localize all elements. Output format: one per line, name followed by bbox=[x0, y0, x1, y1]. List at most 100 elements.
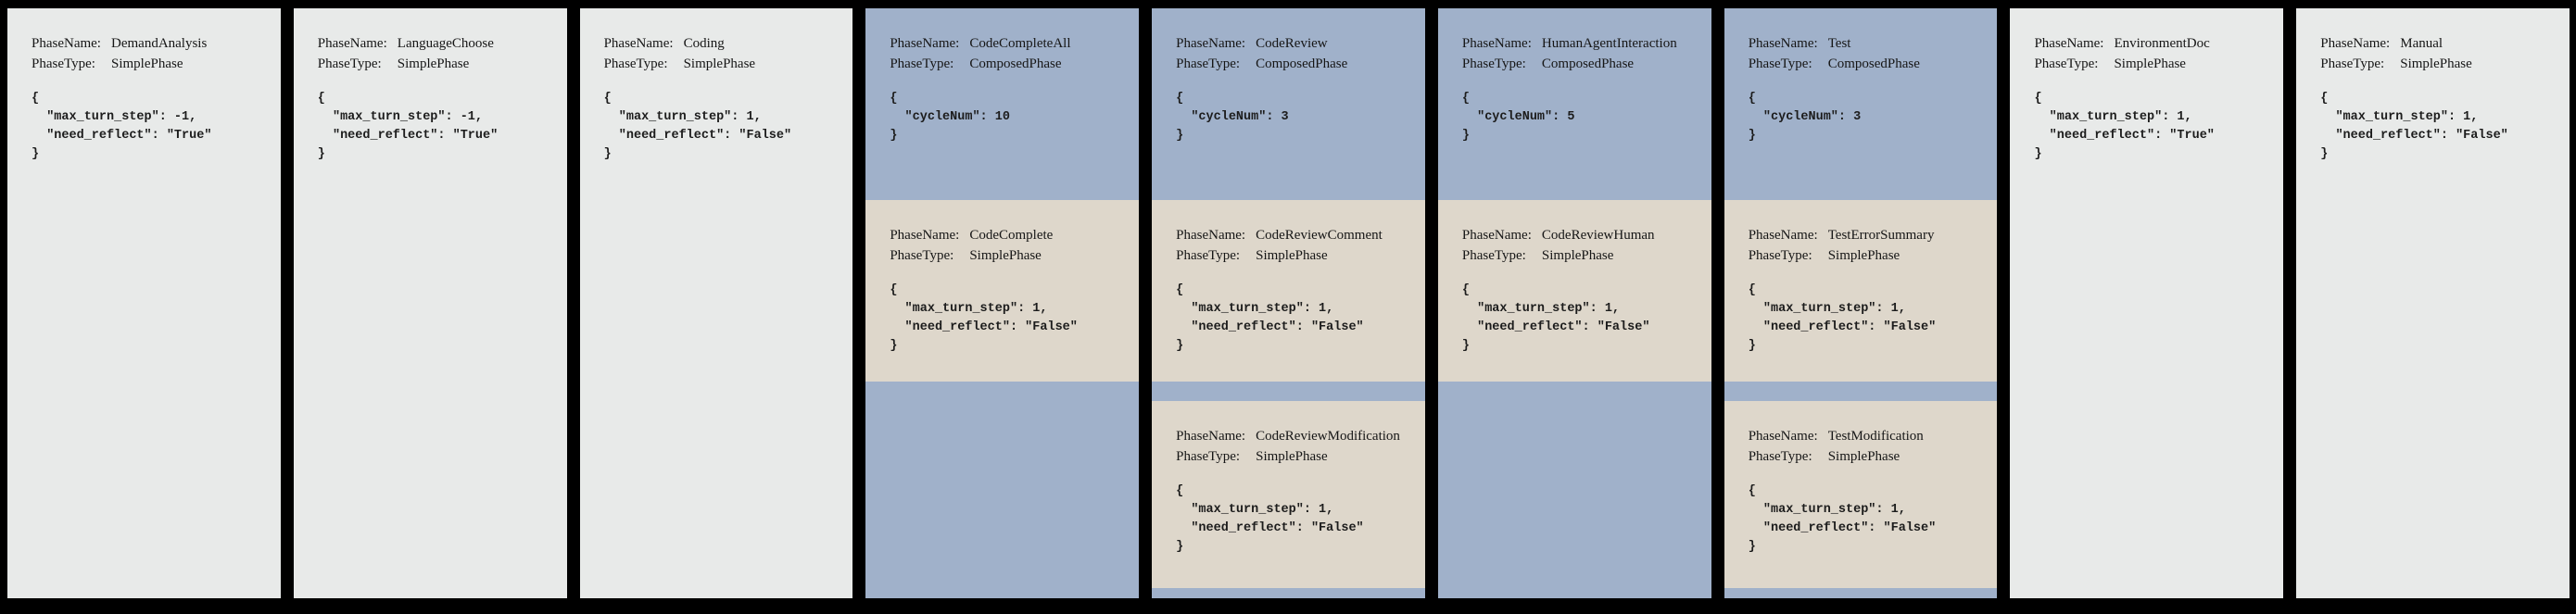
phase-type-row: PhaseType:SimplePhase bbox=[1749, 245, 1985, 266]
subphase-card-code-review-human: PhaseName:CodeReviewHuman PhaseType:Simp… bbox=[1437, 200, 1711, 382]
subphase-card-code-review-modification: PhaseName:CodeReviewModification PhaseTy… bbox=[1152, 401, 1425, 588]
phase-card-language-choose: PhaseName:LanguageChoose PhaseType:Simpl… bbox=[293, 8, 567, 598]
phase-name-value: Manual bbox=[2400, 36, 2443, 51]
subphase-card-code-complete: PhaseName:CodeComplete PhaseType: SimpleP… bbox=[865, 200, 1140, 382]
phase-name-label: PhaseName: bbox=[1748, 36, 1818, 51]
phase-type-label: PhaseType: bbox=[2034, 56, 2099, 71]
phase-name-row: PhaseName:CodeComplete bbox=[890, 225, 1126, 245]
phase-name-row: PhaseName: HumanAgentInteraction bbox=[1462, 33, 1698, 54]
phase-type-row: PhaseType:SimplePhase bbox=[2034, 54, 2270, 74]
phase-header: PhaseName:EnvironmentDoc PhaseType:Simpl… bbox=[2010, 8, 2283, 164]
phase-name-label: PhaseName: bbox=[1748, 228, 1818, 243]
phase-name-row: PhaseName: Coding bbox=[604, 33, 840, 54]
phase-type-label: PhaseType: bbox=[2320, 56, 2385, 71]
phase-name-row: PhaseName: CodeReviewHuman bbox=[1462, 225, 1698, 245]
composed-phase-divider bbox=[1724, 382, 1998, 401]
phase-config-json: { "max_turn_step": 1, "need_reflect": "F… bbox=[1176, 484, 1364, 554]
phase-type-row: PhaseType: ComposedPhase bbox=[890, 54, 1126, 74]
phase-type-value: ComposedPhase bbox=[1256, 56, 1348, 71]
phase-name-row: PhaseName:LanguageChoose bbox=[318, 33, 554, 54]
phase-type-value: SimplePhase bbox=[1256, 248, 1328, 263]
phase-type-value: ComposedPhase bbox=[969, 56, 1062, 71]
phase-header: PhaseName: DemandAnalysis PhaseType: Simpl… bbox=[7, 8, 281, 164]
phase-type-label: PhaseType: bbox=[890, 56, 954, 71]
phase-type-label: PhaseType: bbox=[1748, 248, 1812, 263]
phase-name-label: PhaseName: bbox=[1176, 228, 1246, 243]
phase-type-row: PhaseType: SimplePhase bbox=[890, 245, 1126, 266]
phase-name-label: PhaseName: bbox=[1748, 429, 1818, 444]
phase-header: PhaseName:Coding PhaseType:SimplePhase {… bbox=[580, 8, 853, 164]
phase-name-value: HumanAgentInteraction bbox=[1541, 36, 1677, 51]
phase-name-value: TestModification bbox=[1827, 429, 1924, 444]
phase-name-row: PhaseName: DemandAnalysis bbox=[32, 33, 268, 54]
phase-config-json: { "max_turn_step": 1, "need_reflect": "F… bbox=[1176, 283, 1364, 353]
phase-name-label: PhaseName: bbox=[1461, 228, 1532, 243]
composed-phase-footer bbox=[1724, 588, 1998, 598]
phase-name-label: PhaseName: bbox=[32, 36, 101, 51]
subphase-card-test-error-summary: PhaseName: TestErrorSummary PhaseType:Sim… bbox=[1724, 200, 1998, 382]
phase-type-value: SimplePhase bbox=[111, 56, 183, 71]
phase-name-label: PhaseName: bbox=[890, 228, 960, 243]
phase-card-test: PhaseName: Test PhaseType: ComposedPhase {… bbox=[1724, 8, 1998, 598]
phase-name-label: PhaseName: bbox=[1461, 36, 1532, 51]
phase-type-row: PhaseType:SimplePhase bbox=[1176, 446, 1412, 467]
composed-phase-header: PhaseName:CodeCompleteAll PhaseType: Comp… bbox=[865, 8, 1139, 200]
composed-phase-header: PhaseName: Test PhaseType: ComposedPhase {… bbox=[1724, 8, 1998, 200]
phase-type-label: PhaseType: bbox=[1461, 248, 1526, 263]
phase-type-value: SimplePhase bbox=[683, 56, 756, 71]
phase-config-json: { "max_turn_step": 1, "need_reflect": "F… bbox=[1748, 283, 1937, 353]
phase-type-value: SimplePhase bbox=[397, 56, 470, 71]
subphase-card-test-modification: PhaseName: TestModification PhaseType:Sim… bbox=[1724, 401, 1998, 588]
phase-name-value: CodeReviewHuman bbox=[1541, 228, 1655, 243]
phase-name-row: PhaseName:CodeCompleteAll bbox=[890, 33, 1126, 54]
phase-name-label: PhaseName: bbox=[1176, 429, 1246, 444]
composed-phase-footer bbox=[865, 382, 1139, 598]
phase-header: PhaseName:LanguageChoose PhaseType:Simpl… bbox=[294, 8, 567, 164]
phase-config-json: { "max_turn_step": -1, "need_reflect": "… bbox=[317, 92, 499, 161]
phase-type-label: PhaseType: bbox=[1748, 56, 1812, 71]
phase-name-label: PhaseName: bbox=[2320, 36, 2391, 51]
phase-type-label: PhaseType: bbox=[1176, 248, 1241, 263]
phase-name-row: PhaseName:CodeReview bbox=[1176, 33, 1412, 54]
phase-type-row: PhaseType:SimplePhase bbox=[1749, 446, 1985, 467]
phase-name-row: PhaseName: Manual bbox=[2320, 33, 2557, 54]
phase-type-label: PhaseType: bbox=[1176, 56, 1241, 71]
phase-config-json: { "cycleNum": 10 } bbox=[890, 92, 1010, 143]
phase-header: PhaseName:Manual PhaseType:SimplePhase {… bbox=[2296, 8, 2570, 164]
phase-name-label: PhaseName: bbox=[317, 36, 387, 51]
subphase-card-code-review-comment: PhaseName:CodeReviewComment PhaseType:Si… bbox=[1152, 200, 1425, 382]
phase-name-label: PhaseName: bbox=[890, 36, 960, 51]
phase-config-json: { "max_turn_step": 1, "need_reflect": "F… bbox=[603, 92, 792, 161]
phase-type-label: PhaseType: bbox=[32, 56, 95, 71]
phase-name-row: PhaseName: TestModification bbox=[1749, 426, 1985, 446]
composed-phase-divider bbox=[1152, 382, 1425, 401]
phase-type-label: PhaseType: bbox=[1748, 449, 1812, 464]
phase-type-label: PhaseType: bbox=[1461, 56, 1526, 71]
phase-card-environment-doc: PhaseName:EnvironmentDoc PhaseType:Simpl… bbox=[2010, 8, 2284, 598]
composed-phase-header: PhaseName:CodeReview PhaseType: ComposedP… bbox=[1152, 8, 1425, 200]
phase-config-json: { "cycleNum": 3 } bbox=[1748, 92, 1862, 143]
phase-config-json: { "cycleNum": 5 } bbox=[1461, 92, 1575, 143]
composed-phase-header: PhaseName: HumanAgentInteraction PhaseTyp… bbox=[1438, 8, 1711, 200]
phase-type-row: PhaseType: ComposedPhase bbox=[1462, 54, 1698, 74]
phase-type-value: SimplePhase bbox=[1256, 449, 1328, 464]
phase-card-human-agent-interaction: PhaseName: HumanAgentInteraction PhaseTyp… bbox=[1437, 8, 1711, 598]
phase-name-value: Coding bbox=[683, 36, 725, 51]
phase-config-json: { "max_turn_step": 1, "need_reflect": "T… bbox=[2034, 92, 2215, 161]
phase-type-value: SimplePhase bbox=[969, 248, 1042, 263]
phase-name-label: PhaseName: bbox=[603, 36, 674, 51]
phase-name-label: PhaseName: bbox=[1176, 36, 1246, 51]
phase-config-json: { "max_turn_step": 1, "need_reflect": "F… bbox=[2320, 92, 2508, 161]
phase-name-value: Test bbox=[1827, 36, 1851, 51]
phase-name-value: DemandAnalysis bbox=[111, 36, 208, 51]
phase-card-code-complete-all: PhaseName:CodeCompleteAll PhaseType: Comp… bbox=[865, 8, 1140, 598]
phase-type-value: ComposedPhase bbox=[1827, 56, 1920, 71]
phase-config-json: { "max_turn_step": 1, "need_reflect": "F… bbox=[1461, 283, 1650, 353]
phase-card-coding: PhaseName:Coding PhaseType:SimplePhase {… bbox=[579, 8, 853, 598]
composed-phase-footer bbox=[1152, 588, 1425, 598]
phase-card-code-review: PhaseName:CodeReview PhaseType: ComposedP… bbox=[1152, 8, 1425, 598]
phase-name-value: TestErrorSummary bbox=[1827, 228, 1935, 243]
phase-type-row: PhaseType: SimplePhase bbox=[32, 54, 268, 74]
phase-type-value: ComposedPhase bbox=[1541, 56, 1635, 71]
phase-type-label: PhaseType: bbox=[890, 248, 954, 263]
